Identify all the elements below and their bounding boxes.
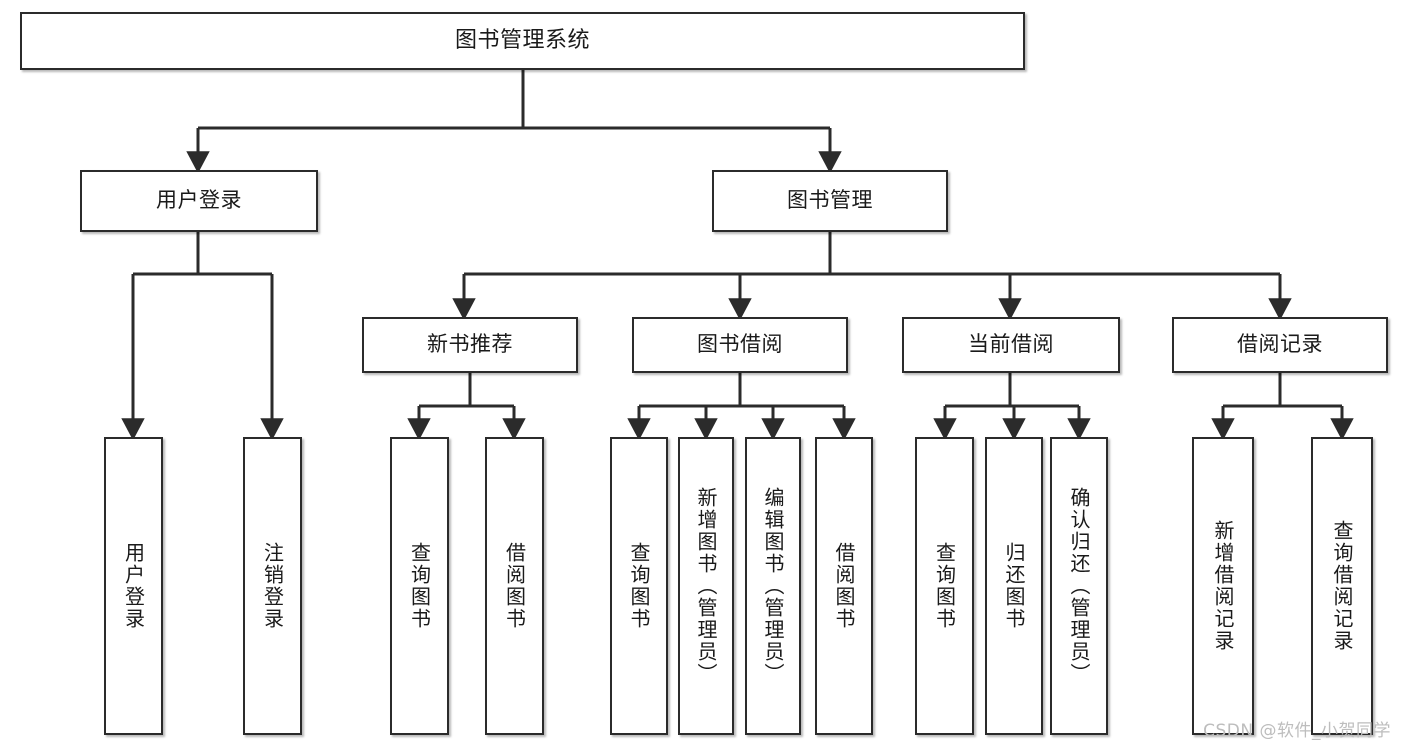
node-label: 归还图书: [1002, 542, 1026, 630]
node-label: 编辑图书（管理员）: [761, 487, 785, 685]
node-leaf-add-book-admin[interactable]: 新增图书（管理员）: [678, 437, 734, 735]
node-book-management[interactable]: 图书管理: [712, 170, 948, 232]
node-new-book-recommendation[interactable]: 新书推荐: [362, 317, 578, 373]
node-label: 查询图书: [627, 542, 651, 630]
node-leaf-edit-book-admin[interactable]: 编辑图书（管理员）: [745, 437, 801, 735]
node-leaf-borrow-book-new[interactable]: 借阅图书: [485, 437, 544, 735]
node-label: 查询借阅记录: [1330, 520, 1354, 652]
node-leaf-query-book-current[interactable]: 查询图书: [915, 437, 974, 735]
node-leaf-logout[interactable]: 注销登录: [243, 437, 302, 735]
node-user-login[interactable]: 用户登录: [80, 170, 318, 232]
node-label: 注销登录: [260, 542, 285, 630]
node-root-book-management-system[interactable]: 图书管理系统: [20, 12, 1025, 70]
node-label: 借阅图书: [502, 542, 527, 630]
node-label: 借阅记录: [1237, 332, 1323, 357]
node-current-borrow[interactable]: 当前借阅: [902, 317, 1120, 373]
node-label: 确认归还（管理员）: [1067, 487, 1091, 685]
node-label: 用户登录: [156, 188, 242, 213]
node-label: 当前借阅: [968, 332, 1054, 357]
node-label: 图书管理: [787, 188, 873, 213]
node-leaf-query-borrow-record[interactable]: 查询借阅记录: [1311, 437, 1373, 735]
node-label: 新增借阅记录: [1211, 520, 1235, 652]
node-label: 图书借阅: [697, 332, 783, 357]
node-label: 借阅图书: [832, 542, 856, 630]
node-leaf-query-book-borrow[interactable]: 查询图书: [610, 437, 668, 735]
node-leaf-return-book[interactable]: 归还图书: [985, 437, 1043, 735]
node-leaf-query-book-new[interactable]: 查询图书: [390, 437, 449, 735]
node-leaf-add-borrow-record[interactable]: 新增借阅记录: [1192, 437, 1254, 735]
node-leaf-borrow-book[interactable]: 借阅图书: [815, 437, 873, 735]
node-label: 新书推荐: [427, 332, 513, 357]
node-label: 查询图书: [932, 542, 957, 630]
node-book-borrow[interactable]: 图书借阅: [632, 317, 848, 373]
node-borrow-record[interactable]: 借阅记录: [1172, 317, 1388, 373]
node-label: 用户登录: [121, 542, 146, 630]
node-label: 新增图书（管理员）: [694, 487, 718, 685]
node-label: 图书管理系统: [454, 27, 590, 53]
node-leaf-user-login[interactable]: 用户登录: [104, 437, 163, 735]
node-label: 查询图书: [407, 542, 432, 630]
node-leaf-confirm-return-admin[interactable]: 确认归还（管理员）: [1050, 437, 1108, 735]
